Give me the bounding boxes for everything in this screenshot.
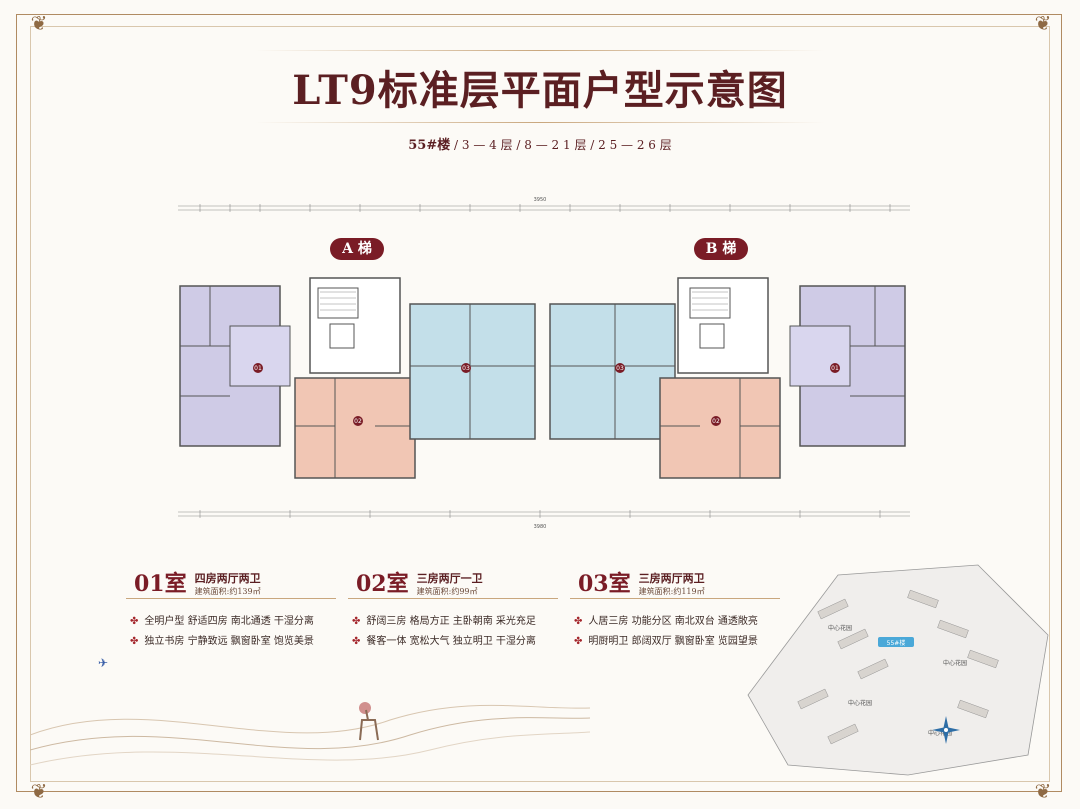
title-divider bbox=[255, 122, 825, 123]
unit-area: 建筑面积:约139㎡ bbox=[194, 587, 261, 596]
compass-icon bbox=[932, 716, 960, 744]
feature-item: ✤舒阔三房 格局方正 主卧朝南 采光充足 bbox=[352, 616, 536, 627]
corner-ornament-icon: ❦ bbox=[1034, 11, 1052, 35]
legend-divider bbox=[570, 598, 780, 599]
building-number: 55#楼 bbox=[408, 138, 451, 153]
unit-marker-03: 03 bbox=[462, 365, 470, 372]
unit-type: 四房两厅两卫 bbox=[194, 572, 261, 585]
unit-marker-01: 01 bbox=[254, 365, 262, 372]
feature-item: ✤全明户型 舒适四房 南北通透 干湿分离 bbox=[130, 616, 314, 627]
bullet-icon: ✤ bbox=[574, 636, 583, 647]
map-label: 中心花园 bbox=[848, 699, 872, 707]
feature-item: ✤餐客一体 宽松大气 独立明卫 干湿分离 bbox=[352, 636, 536, 647]
unit-type: 三房两厅一卫 bbox=[416, 572, 483, 585]
bird-icon: ✈ bbox=[98, 656, 109, 670]
floor-plan-drawing: 3950 3980 bbox=[178, 197, 910, 530]
page-title: LT9标准层平面户型示意图 bbox=[292, 67, 788, 114]
unit-number: 03室 bbox=[578, 571, 631, 597]
legend-divider bbox=[126, 598, 336, 599]
corner-ornament-icon: ❦ bbox=[30, 11, 48, 35]
unit-number: 02室 bbox=[356, 571, 409, 597]
top-dimension: 3950 bbox=[534, 197, 547, 203]
bullet-icon: ✤ bbox=[130, 616, 139, 627]
floor-range: / 3 — 4 层 / 8 — 2 1 层 / 2 5 — 2 6 层 bbox=[454, 138, 672, 152]
legend-divider bbox=[348, 598, 558, 599]
lift-b-tag: B 梯 bbox=[694, 238, 748, 260]
map-label: 中心花园 bbox=[828, 624, 852, 632]
unit-01-legend: 01室 四房两厅两卫 建筑面积:约139㎡ bbox=[134, 566, 261, 598]
bullet-icon: ✤ bbox=[352, 616, 361, 627]
bullet-icon: ✤ bbox=[130, 636, 139, 647]
inner-frame bbox=[30, 26, 1050, 782]
outer-frame bbox=[16, 14, 1062, 792]
unit-02-legend: 02室 三房两厅一卫 建筑面积:约99㎡ bbox=[356, 566, 483, 598]
unit-marker-03: 03 bbox=[616, 365, 624, 372]
bullet-icon: ✤ bbox=[352, 636, 361, 647]
unit-03-legend: 03室 三房两厅两卫 建筑面积:约119㎡ bbox=[578, 566, 705, 598]
bottom-dimension: 3980 bbox=[534, 524, 547, 530]
title-divider bbox=[255, 50, 825, 51]
map-highlight-label: 55#楼 bbox=[887, 639, 906, 647]
feature-item: ✤明厨明卫 郎阔双厅 飘窗卧室 览园望景 bbox=[574, 636, 758, 647]
corner-ornament-icon: ❦ bbox=[1034, 779, 1052, 803]
bullet-icon: ✤ bbox=[574, 616, 583, 627]
unit-type: 三房两厅两卫 bbox=[638, 572, 705, 585]
unit-number: 01室 bbox=[134, 571, 187, 597]
unit-marker-02: 02 bbox=[712, 418, 720, 425]
unit-marker-02: 02 bbox=[354, 418, 362, 425]
map-label: 中心花园 bbox=[928, 729, 952, 737]
deer-icon bbox=[359, 702, 379, 741]
floor-subtitle: 55#楼 / 3 — 4 层 / 8 — 2 1 层 / 2 5 — 2 6 层 bbox=[0, 134, 1080, 153]
corner-ornament-icon: ❦ bbox=[30, 779, 48, 803]
unit-area: 建筑面积:约119㎡ bbox=[638, 587, 705, 596]
lift-a-tag: A 梯 bbox=[330, 238, 384, 260]
unit-marker-01: 01 bbox=[831, 365, 839, 372]
map-label: 中心花园 bbox=[943, 659, 967, 667]
unit-area: 建筑面积:约99㎡ bbox=[416, 587, 478, 596]
site-map: 55#楼 中心花园 中心花园 中心花园 中心花园 bbox=[747, 564, 1049, 776]
decorative-wave bbox=[30, 702, 590, 766]
feature-item: ✤独立书房 宁静致远 飘窗卧室 饱览美景 bbox=[130, 636, 314, 647]
feature-item: ✤人居三房 功能分区 南北双台 通透敞亮 bbox=[574, 616, 758, 627]
